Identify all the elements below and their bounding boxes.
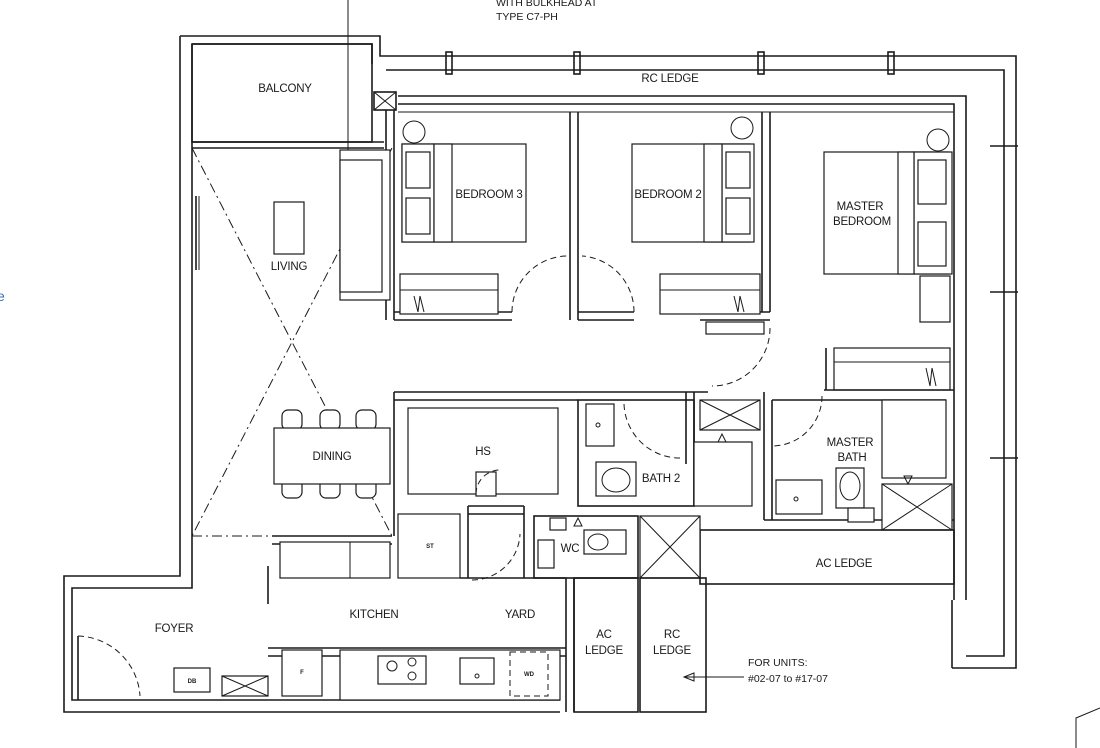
duct-box	[373, 91, 397, 111]
room-label-bath-2: BATH 2	[642, 473, 680, 485]
entrance-door-swing	[77, 635, 141, 697]
room-label-balcony: BALCONY	[258, 83, 312, 95]
room-label-master-bath-1: MASTER	[827, 437, 874, 449]
wc	[533, 515, 701, 579]
master-bath	[763, 392, 954, 531]
room-label-dining: DINING	[312, 451, 351, 463]
dining-set	[273, 409, 391, 499]
corner-fragment	[1075, 707, 1100, 748]
coffee-table	[273, 201, 305, 255]
room-label-ac-ledge-right: AC LEDGE	[816, 558, 873, 570]
room-label-bedroom-3: BEDROOM 3	[455, 189, 522, 201]
room-label-kitchen: KITCHEN	[349, 609, 398, 621]
fixture-label-wd: WD	[524, 672, 535, 678]
header-note-line2: TYPE C7-PH	[496, 11, 558, 23]
room-label-rc-ledge-top: RC LEDGE	[641, 73, 699, 85]
units-note-line1: FOR UNITS:	[748, 657, 808, 669]
hs-door-swing	[475, 469, 501, 495]
bedroom-3	[394, 112, 579, 321]
room-label-ac-ledge-bottom-1: AC	[596, 629, 612, 641]
kitchen	[173, 505, 566, 701]
master-bedroom	[823, 128, 953, 391]
units-note-line2: #02-07 to #17-07	[748, 673, 828, 685]
header-note-line1: WITH BULKHEAD AT	[496, 0, 598, 9]
ac-ledge-right	[699, 529, 955, 585]
room-label-master-bedroom-1: MASTER	[837, 201, 884, 213]
kitchen-door-swing	[471, 533, 521, 581]
bedroom-2-door-swing	[581, 255, 635, 313]
bath-2-door-swing	[623, 403, 681, 459]
fixture-label-st: ST	[426, 544, 434, 550]
room-label-master-bedroom-2: BEDROOM	[833, 216, 891, 228]
room-label-bedroom-2: BEDROOM 2	[634, 189, 701, 201]
bedroom-3-door-swing	[511, 255, 569, 313]
bedroom-2	[578, 112, 771, 335]
room-label-yard: YARD	[505, 609, 535, 621]
edge-mark: e	[0, 288, 5, 304]
room-label-master-bath-2: BATH	[837, 452, 866, 464]
fixture-label-f: F	[300, 670, 304, 676]
master-bath-door-swing	[771, 395, 823, 447]
master-bedroom-door-swing	[711, 327, 771, 387]
bath-2	[577, 392, 761, 507]
room-label-hs: HS	[475, 446, 491, 458]
room-label-ac-ledge-bottom-2: LEDGE	[585, 645, 624, 657]
room-label-rc-ledge-bottom-2: LEDGE	[653, 645, 692, 657]
room-label-living: LIVING	[271, 261, 308, 273]
room-label-foyer: FOYER	[155, 623, 194, 635]
bottom-ledges	[565, 577, 707, 713]
room-label-wc: WC	[561, 543, 580, 555]
room-label-rc-ledge-bottom-1: RC	[664, 629, 680, 641]
fixture-label-db: DB	[188, 679, 197, 685]
